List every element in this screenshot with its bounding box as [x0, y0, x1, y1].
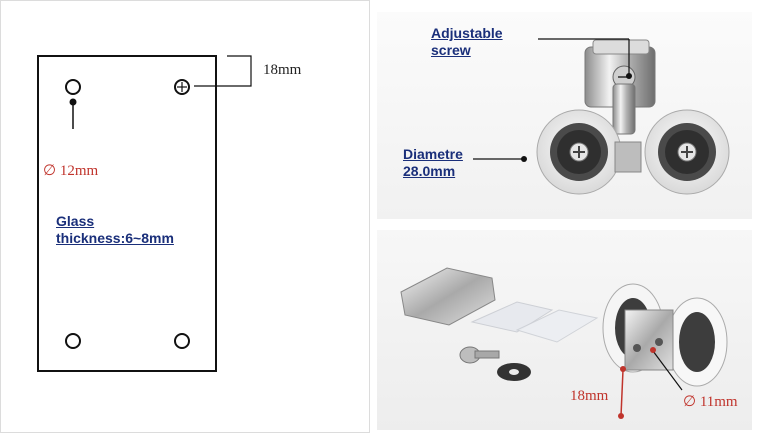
spacing-dimension-line	[620, 369, 624, 417]
hole-diameter-label: ∅ 12mm	[43, 163, 99, 179]
diameter-label-line1: Diametre	[403, 146, 463, 162]
offset-dimension-label: 18mm	[263, 62, 302, 78]
offset-dimension-bracket	[194, 55, 252, 87]
parts-illustration	[400, 267, 728, 419]
roller-photo-top: Adjustable screw Diametre 28.0mm	[377, 12, 752, 219]
gasket-1	[470, 301, 554, 333]
spacing-label: 18mm	[570, 388, 609, 404]
parts-photo-bottom: 18mm ∅ 11mm	[377, 230, 752, 430]
glass-label-line2: thickness:6~8mm	[56, 230, 174, 246]
gasket-2	[515, 309, 599, 343]
glass-outline	[37, 55, 217, 372]
hole-bottom-right	[174, 333, 190, 349]
hole-top-right	[174, 79, 190, 95]
roller-illustration	[473, 38, 730, 195]
hole-top-left	[65, 79, 81, 95]
mounting-plate	[624, 309, 674, 371]
screw-label-line1: Adjustable	[431, 25, 503, 41]
screw-diameter-leader	[652, 350, 683, 391]
screw-diameter-label: ∅ 11mm	[683, 394, 738, 410]
chrome-cover-cap	[400, 267, 496, 326]
adjustable-screw-label: Adjustable screw	[431, 25, 503, 59]
glass-label-line1: Glass	[56, 213, 95, 229]
wheel-diameter-label: Diametre 28.0mm	[403, 146, 463, 180]
hole-bottom-left	[65, 333, 81, 349]
glass-diagram-drawing	[37, 55, 252, 372]
screw-label-line2: screw	[431, 42, 471, 58]
glass-diagram-panel: 18mm ∅ 12mm Glass thickness:6~8mm	[0, 0, 370, 433]
glass-thickness-label: Glass thickness:6~8mm	[56, 213, 174, 247]
diameter-label-line2: 28.0mm	[403, 163, 456, 179]
